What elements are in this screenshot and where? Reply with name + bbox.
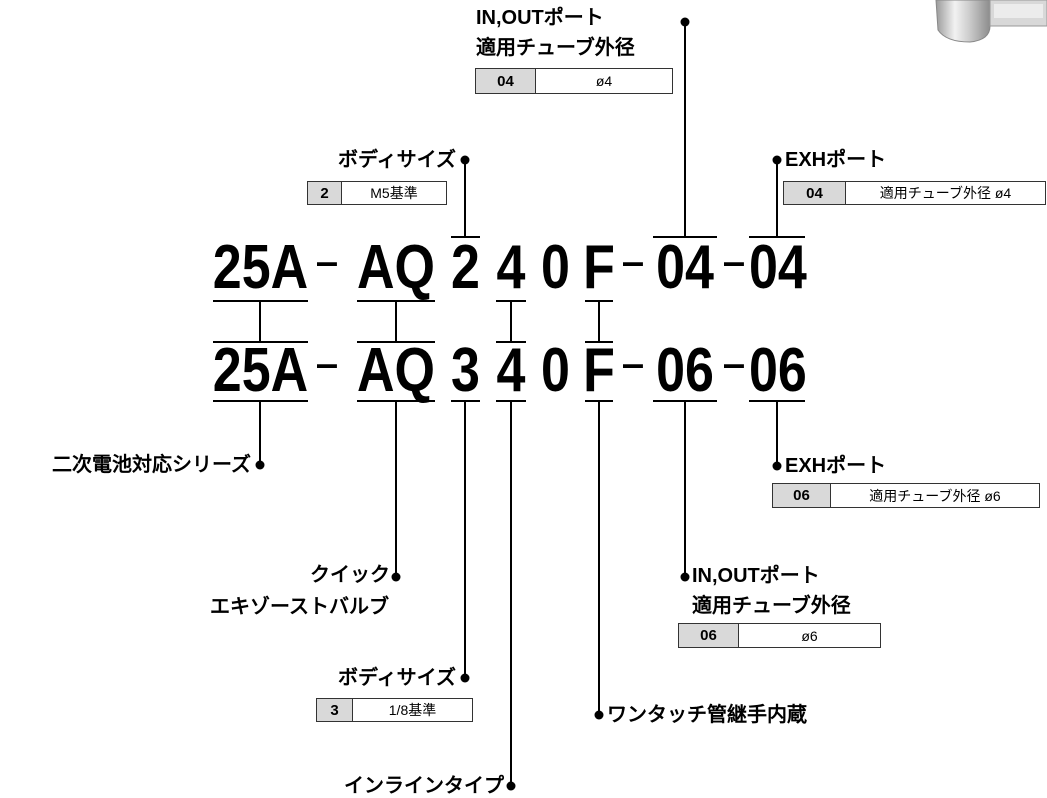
fitting-code: F [583, 232, 615, 303]
zero-code: 0 [541, 335, 570, 406]
callout-dot [460, 673, 470, 683]
body-size-code: 2 [451, 232, 480, 303]
tube-od-label: 適用チューブ外径 [476, 37, 635, 59]
type-code: 4 [496, 232, 526, 303]
callout-dot [506, 781, 516, 791]
body-size-label: ボディサイズ [338, 667, 456, 689]
quick-exhaust-label: クイック [310, 564, 390, 586]
quick-exhaust-label-line2: エキゾーストバルブ [210, 596, 389, 618]
callout-dot [772, 155, 782, 165]
option-value: 適用チューブ外径 ø4 [879, 185, 1012, 201]
option-value: 1/8基準 [388, 702, 437, 718]
callout-dot [772, 461, 782, 471]
option-code: 3 [317, 699, 353, 721]
inout-port-label: IN,OUTポート [476, 7, 604, 29]
option-code: 04 [784, 182, 846, 204]
separator-dash: - [720, 235, 748, 288]
separator-dash: - [720, 337, 748, 390]
exh-bottom-table: 06 適用チューブ外径 ø6 [772, 483, 1040, 508]
option-code: 06 [773, 484, 831, 507]
option-value: 適用チューブ外径 ø6 [869, 487, 1001, 504]
option-value: ø6 [801, 627, 818, 644]
body-size-code: 3 [451, 335, 480, 406]
exh-port-code: 04 [749, 232, 807, 303]
inout-bottom-table: 06 ø6 [678, 623, 881, 648]
option-value: M5基準 [370, 185, 418, 201]
separator-dash: - [619, 337, 647, 390]
option-code: 06 [679, 624, 739, 647]
zero-code: 0 [541, 232, 570, 303]
exh-port-code: 06 [749, 335, 807, 406]
type-code: 4 [496, 335, 526, 406]
option-code: 2 [308, 182, 342, 204]
callout-dot [391, 572, 401, 582]
separator-dash: - [313, 337, 341, 390]
fitting-code: F [583, 335, 615, 406]
callout-dot [255, 460, 265, 470]
product-photo [935, 0, 1047, 43]
option-code: 04 [476, 69, 536, 93]
inout-top-table: 04 ø4 [475, 68, 673, 94]
model-code: AQ [357, 335, 435, 406]
exh-port-label: EXHポート [785, 149, 887, 171]
separator-dash: - [619, 235, 647, 288]
callout-dot [460, 155, 470, 165]
exh-port-label: EXHポート [785, 455, 887, 477]
callout-dot [680, 572, 690, 582]
inline-type-label: インラインタイプ [344, 775, 504, 797]
inout-port-label: IN,OUTポート [692, 565, 820, 587]
one-touch-fitting-label: ワンタッチ管継手内蔵 [607, 704, 807, 726]
body-top-table: 2 M5基準 [307, 181, 447, 205]
body-size-label: ボディサイズ [338, 149, 456, 171]
series-code: 25A [212, 232, 309, 303]
callout-dot [594, 710, 604, 720]
body-bottom-table: 3 1/8基準 [316, 698, 473, 722]
series-label: 二次電池対応シリーズ [52, 454, 251, 476]
separator-dash: - [313, 235, 341, 288]
model-code: AQ [357, 232, 435, 303]
option-value: ø4 [595, 73, 613, 89]
tube-od-label: 適用チューブ外径 [692, 595, 851, 617]
callout-dot [680, 17, 690, 27]
inout-port-code: 06 [656, 335, 714, 406]
series-code: 25A [212, 335, 309, 406]
inout-port-code: 04 [656, 232, 714, 303]
exh-top-table: 04 適用チューブ外径 ø4 [783, 181, 1046, 205]
